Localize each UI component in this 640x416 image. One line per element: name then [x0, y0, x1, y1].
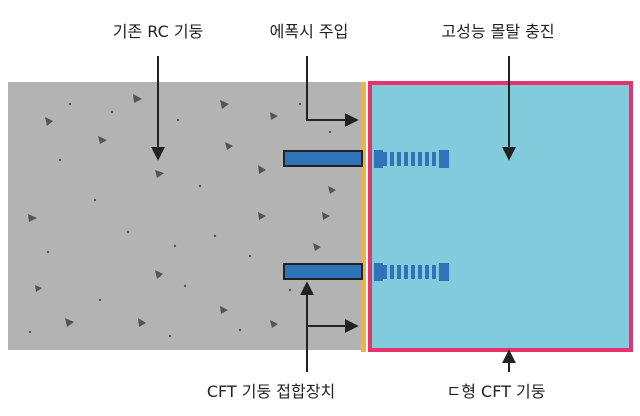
cft-column-mortar-fill — [368, 81, 633, 352]
label-existing-rc-column: 기존 RC 기둥 — [113, 22, 204, 41]
connector-lower — [283, 263, 449, 281]
label-epoxy-injection: 에폭시 주입 — [270, 22, 349, 41]
label-high-strength-mortar: 고성능 몰탈 충진 — [441, 22, 554, 41]
label-c-shaped-cft-column: ㄷ형 CFT 기둥 — [447, 382, 546, 401]
aggregate-texture — [28, 94, 336, 338]
connector-upper — [283, 150, 449, 168]
arrow-epoxy-injection — [306, 56, 359, 127]
rc-column-body — [8, 82, 363, 350]
label-cft-connector: CFT 기둥 접합장치 — [207, 382, 335, 401]
epoxy-layer — [361, 82, 366, 352]
